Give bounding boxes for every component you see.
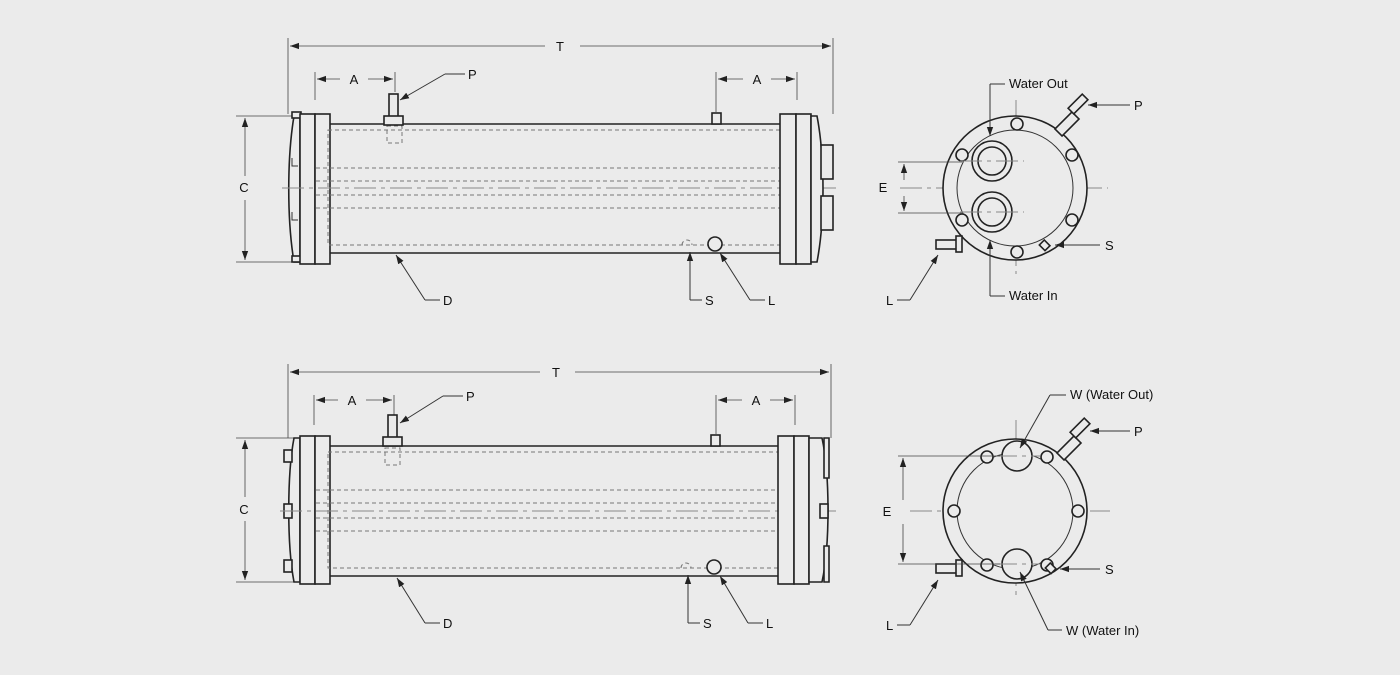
- top-end-label-water-in: Water In: [1009, 288, 1058, 303]
- bottom-label-s: S: [703, 616, 712, 631]
- top-label-p: P: [468, 67, 477, 82]
- top-label-a-left: A: [350, 72, 359, 87]
- top-label-l: L: [768, 293, 775, 308]
- bottom-label-d: D: [443, 616, 452, 631]
- bottom-end-label-e: E: [883, 504, 892, 519]
- bottom-label-p: P: [466, 389, 475, 404]
- bottom-end-view: E W (Water Out) P S L W (Water In): [883, 387, 1154, 638]
- top-dim-t: T: [287, 38, 834, 114]
- top-end-view: E Water Out P S L Water In: [879, 76, 1143, 308]
- top-side-view: T A A C: [236, 38, 836, 308]
- bottom-end-label-water-out: W (Water Out): [1070, 387, 1153, 402]
- top-end-label-e: E: [879, 180, 888, 195]
- bottom-side-view: T A A C: [236, 364, 836, 631]
- bottom-label-t: T: [552, 365, 560, 380]
- bottom-shell: [280, 414, 836, 577]
- top-label-t: T: [556, 39, 564, 54]
- bottom-dim-a-left: A: [313, 393, 395, 425]
- bottom-left-head: [283, 435, 331, 585]
- bottom-end-label-water-in: W (Water In): [1066, 623, 1139, 638]
- bottom-end-label-s: S: [1105, 562, 1114, 577]
- top-dim-a-right: A: [715, 72, 798, 112]
- top-dim-a-left: A: [314, 72, 396, 100]
- bottom-end-label-p: P: [1134, 424, 1143, 439]
- top-shell: [282, 93, 836, 254]
- top-end-label-l: L: [886, 293, 893, 308]
- top-end-label-water-out: Water Out: [1009, 76, 1068, 91]
- bottom-label-l: L: [766, 616, 773, 631]
- top-label-c: C: [239, 180, 248, 195]
- bottom-label-c: C: [239, 502, 248, 517]
- top-end-label-s: S: [1105, 238, 1114, 253]
- bottom-label-a-left: A: [348, 393, 357, 408]
- top-dim-c: C: [236, 115, 292, 263]
- top-end-label-p: P: [1134, 98, 1143, 113]
- top-label-d: D: [443, 293, 452, 308]
- top-label-s: S: [705, 293, 714, 308]
- bottom-dim-c: C: [236, 437, 300, 583]
- top-label-a-right: A: [753, 72, 762, 87]
- bottom-dim-a-right: A: [715, 393, 796, 434]
- bottom-end-label-l: L: [886, 618, 893, 633]
- top-right-head: [779, 113, 834, 265]
- top-left-head: [287, 111, 331, 265]
- bottom-right-head: [777, 435, 830, 585]
- bottom-label-a-right: A: [752, 393, 761, 408]
- bottom-dim-t: T: [287, 364, 832, 438]
